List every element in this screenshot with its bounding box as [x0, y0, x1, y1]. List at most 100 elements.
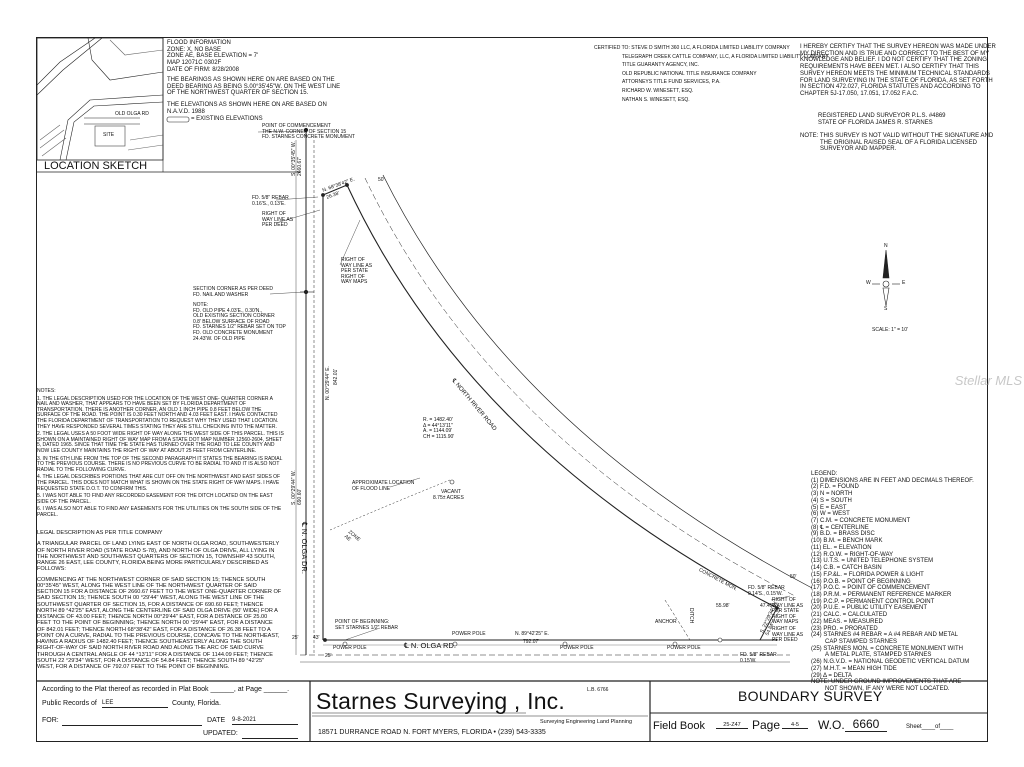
surveyor-line: STATE OF FLORIDA JAMES R. STARNES [818, 119, 933, 126]
legend-item: (13) U.T.S. = UNITED TELEPHONE SYSTEM [811, 558, 934, 565]
certified-line: TELEGRAPH CREEK CATTLE COMPANY, LLC, A F… [622, 53, 829, 60]
legend-item: (22) MEAS. = MEASURED [811, 618, 883, 625]
west-bearing: N. 00°29'44" E. [325, 366, 331, 400]
title-block-lines [36, 680, 988, 742]
legend-item: (14) C.B. = CATCH BASIN [811, 565, 882, 572]
row-se-state-label: RIGHT OF WAY LINE AS PER STATE RIGHT OF … [772, 597, 803, 626]
row-line: WAY MAPS [772, 619, 799, 626]
row-line: PER DEED [772, 637, 798, 644]
certify-line: I HEREBY CERTIFY THAT THE SURVEY HEREON … [800, 44, 996, 50]
seal-note: NOTE: THIS SURVEY IS NOT VALID WITHOUT T… [800, 133, 993, 153]
vacant-label: VACANT 8.75± ACRES [433, 489, 464, 501]
rebar-line: FD. 5/8" REBAR [252, 195, 289, 201]
curve-data: R. = 1482.40' Δ = 44°13'11" A. = 1144.09… [423, 417, 454, 440]
watermark-text: Stellar MLS [954, 373, 1022, 388]
legend-item: (16) P.O.B. = POINT OF BEGINNING [811, 578, 911, 585]
anchor-label: ANCHOR [655, 619, 677, 625]
location-sketch-map [36, 37, 164, 161]
parcel-boundary [295, 130, 813, 663]
certified-line: NATHAN S. WINESETT, ESQ. [622, 96, 690, 103]
west-distance: 842.01' [333, 368, 339, 385]
company-address: 18571 DURRANCE ROAD N. FORT MYERS, FLORI… [318, 729, 546, 736]
legend-item: (7) C.M. = CONCRETE MONUMENT [811, 518, 911, 525]
power-pole-label: POWER POLE [667, 645, 701, 651]
certify-line: MY DIRECTION AND IS TRUE AND CORRECT TO … [800, 50, 990, 57]
flood-line: MAP 12071C 0302F [167, 60, 222, 67]
corner-note-line: FD. STARNES 1/2" REBAR SET ON TOP [193, 324, 286, 331]
legend-item: (9) B.D. = BRASS DISC [811, 531, 875, 538]
surveyor-signature-block: REGISTERED LAND SURVEYOR P.L.S. #4869 ST… [818, 113, 946, 126]
row-line: PER STATE [341, 268, 369, 275]
certified-line: OLD REPUBLIC NATIONAL TITLE INSURANCE CO… [622, 70, 757, 77]
legend-title: LEGEND: [811, 471, 838, 477]
legend-item: (18) P.R.M. = PERMANENT REFERENCE MARKER [811, 591, 952, 598]
legend-item: A METAL PLATE, STAMPED STARNES [825, 652, 932, 659]
certify-line: REQUIREMENTS HAVE BEEN MET. I ALSO CERTI… [800, 64, 979, 71]
west-top-bearing: S. 00°35'45" W. 2660.67' [291, 141, 303, 176]
row-line: RIGHT OF [341, 273, 365, 280]
vacant-text: 8.75± ACRES [433, 494, 464, 501]
flood-line-label: APPROXIMATE LOCATION OF FLOOD LINE [352, 480, 415, 492]
west-label: W [866, 280, 871, 286]
corner-line: SECTION CORNER AS PER DEED [193, 286, 274, 292]
rebar-line: 0.15'W. [740, 657, 757, 664]
row-line: WAY LINE AS [262, 216, 294, 223]
for-field [62, 717, 202, 726]
row-deed-label: RIGHT OF WAY LINE AS PER DEED [262, 211, 294, 229]
legend-item: (24) STARNES #4 REBAR = A #4 REBAR AND M… [811, 632, 958, 639]
elevations-note: THE ELEVATIONS AS SHOWN HERE ON ARE BASE… [167, 102, 327, 115]
power-pole-label: POWER POLE [452, 631, 486, 637]
dim-50-east: 50' [790, 574, 797, 580]
corner-note-line: NOTE: [193, 302, 209, 308]
certified-to: CERTIFIED TO: STEVE D SMITH 360 LLC, A F… [594, 45, 829, 103]
plat-note: According to the Plat thereof as recorde… [42, 686, 290, 693]
company-logo: Starnes Surveying , Inc. [316, 688, 565, 714]
rebar-line: 0.14'S., 0.15'W. [748, 590, 783, 597]
sheet-border [36, 37, 988, 742]
certified-line: ATTORNEYS TITLE FUND SERVICES, P.A. [622, 79, 721, 86]
certified-line: CERTIFIED TO: STEVE D SMITH 360 LLC, A F… [594, 45, 790, 51]
legend-item: (19) P.C.P. = PERMANENT CONTROL POINT [811, 598, 935, 605]
rebar-se2-label: FD. 5/8" REBAR 0.15'W. [740, 652, 777, 664]
legend-item: (25) STARNES MON. = CONCRETE MONUMENT WI… [811, 645, 963, 652]
flood-line: ZONE AE, BASE ELEVATION = 7' [167, 53, 259, 60]
power-pole-label: POWER POLE [560, 645, 594, 651]
rebar-line: 0.16'S., 0.13'E. [252, 200, 286, 207]
legend-item: (21) CALC. = CALCULATED [811, 612, 888, 619]
note-line: THE BEARINGS AS SHOWN HERE ON ARE BASED … [167, 77, 335, 83]
flood-line-text: APPROXIMATE LOCATION [352, 480, 415, 486]
legend-item: NOTE: UNDER GROUND IMPROVEMENTS THAT ARE [811, 679, 962, 686]
legend-item: (23) PRO. = PRORATED [811, 625, 878, 632]
section-corner-note: NOTE: FD. OLD PIPE 4.03'E., 0.30'N., OLD… [193, 302, 286, 342]
note-item: 4. THE LEGAL DESCRIBES PORTIONS THAT ARE… [37, 474, 281, 492]
legend-item: (6) W = WEST [811, 511, 850, 518]
field-book-value: 25-Z47 [716, 722, 748, 730]
corner-line: FD. NAIL AND WASHER [193, 291, 249, 298]
note-item: 6. I WAS ALSO NOT ABLE TO FIND ANY EASEM… [37, 506, 282, 518]
location-road-label: OLD OLGA RD [115, 111, 149, 117]
flood-line: FLOOD INFORMATION [167, 40, 231, 46]
location-site-label: SITE [103, 132, 115, 138]
page-value: 4-5 [782, 722, 808, 730]
updated-field [242, 730, 298, 739]
row-se-deed-label: RIGHT OF WAY LINE AS PER DEED [772, 626, 803, 644]
south-label: S [884, 306, 888, 312]
corner-note-line: FD. OLD CONCRETE MONUMENT [193, 329, 273, 336]
dim-43: 43' [313, 635, 320, 641]
row-line: RIGHT OF [772, 613, 796, 620]
vacant-text: VACANT [441, 489, 461, 495]
bearing-line: 2660.67' [296, 156, 303, 176]
note-item: 5. I WAS NOT ABLE TO FIND ANY RECORDED E… [37, 493, 273, 505]
certify-line: KNOWLEDGE AND BELIEF. I DO NOT CERTIFY T… [800, 57, 987, 64]
south-distance: 792.07' [523, 639, 540, 645]
elevation-symbol [166, 116, 190, 123]
rebar-line: FD. 5/8" REBAR [748, 585, 785, 591]
note-line: OF THE NORTHWEST QUARTER OF SECTION 15. [167, 90, 309, 97]
corner-note-line: 0.8' BELOW SURFACE OF ROAD [193, 318, 270, 325]
bearings-note: THE BEARINGS AS SHOWN HERE ON ARE BASED … [167, 77, 340, 97]
legend: LEGEND: (1) DIMENSIONS ARE IN FEET AND D… [811, 471, 974, 693]
poc-line: THE N.W. CORNER OF SECTION 15 [262, 128, 347, 135]
legend-item: (20) P.U.E. = PUBLIC UTILITY EASEMENT [811, 605, 927, 612]
corner-note-line: OLD EXISTING SECTION CORNER [193, 313, 275, 320]
